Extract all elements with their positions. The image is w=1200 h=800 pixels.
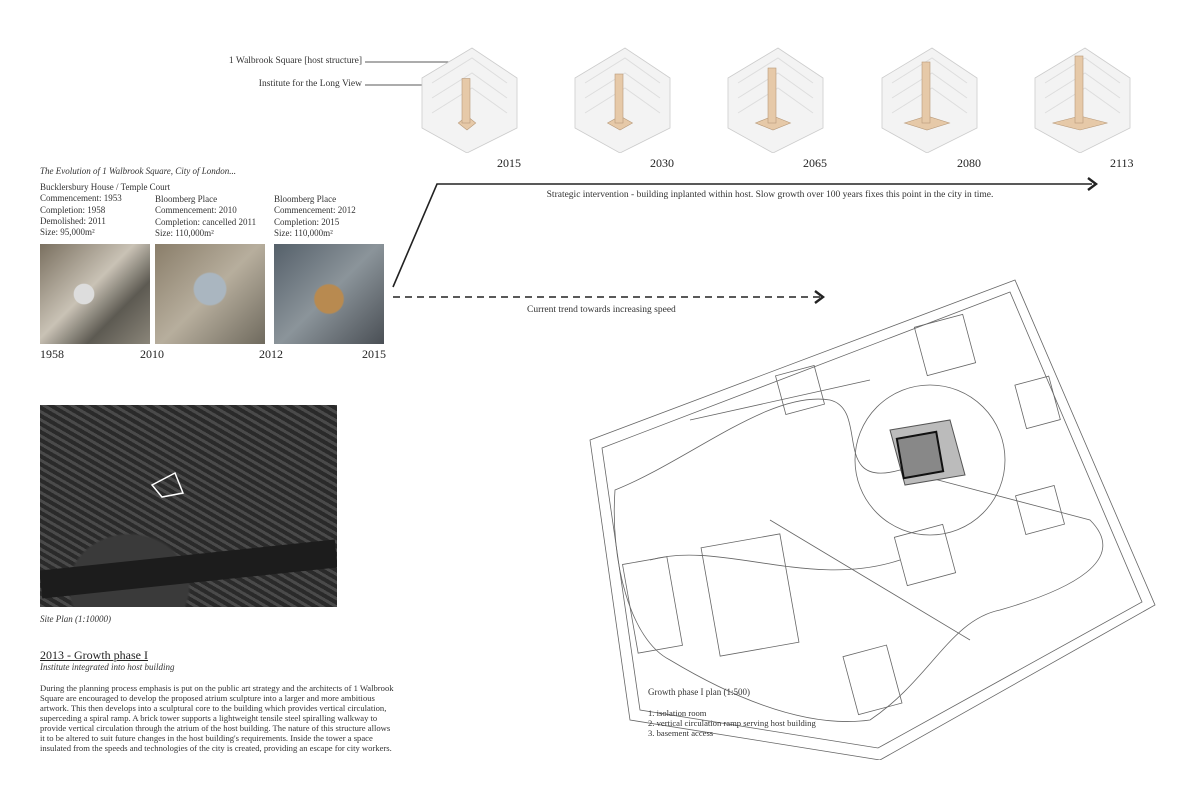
host-structure-label: 1 Walbrook Square [host structure]	[228, 56, 362, 66]
strategic-arrow	[392, 183, 1092, 288]
site-outline	[150, 471, 185, 498]
info-line: Completion: 2015	[274, 216, 340, 227]
info-line: Demolished: 2011	[40, 215, 106, 226]
info-line: Size: 110,000m²	[274, 227, 333, 238]
aerial-photo-2010	[155, 244, 265, 344]
aerial-photo-1958	[40, 244, 150, 344]
timeline-year: 2080	[957, 156, 981, 170]
timeline-year: 2065	[803, 156, 827, 170]
institute-tower	[889, 419, 966, 486]
arrows	[392, 177, 1098, 304]
institute-label: Institute for the Long View	[258, 79, 362, 89]
building-info-2: Bloomberg Place Commencement: 2010 Compl…	[155, 194, 256, 239]
institute-tower	[614, 73, 624, 124]
plan-outline	[589, 279, 1156, 760]
info-line: Commencement: 1953	[40, 193, 122, 204]
info-line: Completion: 1958	[40, 204, 106, 215]
photo-year: 2012	[259, 347, 283, 361]
site-plan-image	[40, 405, 337, 607]
photo-year: 2010	[140, 347, 164, 361]
plan-legend: 1. isolation room 2. vertical circulatio…	[648, 708, 816, 738]
plan-title: Growth phase I plan (1:500)	[648, 687, 750, 697]
axonometric-view	[1025, 38, 1135, 154]
current-arrowhead	[814, 290, 825, 304]
photo-year: 2015	[362, 347, 386, 361]
growth-plan-drawing	[589, 279, 1156, 760]
timeline-year: 2015	[497, 156, 521, 170]
phase-description: During the planning process emphasis is …	[40, 683, 394, 753]
info-line: Commencement: 2010	[155, 205, 237, 216]
photo-year: 1958	[40, 347, 64, 361]
legend-item: 3. basement access	[648, 728, 714, 738]
info-line: Commencement: 2012	[274, 205, 356, 216]
legend-item: 2. vertical circulation ramp serving hos…	[648, 718, 816, 728]
strategic-label: Strategic intervention - building inplan…	[546, 190, 994, 200]
institute-tower	[1074, 55, 1084, 124]
evolution-title: The Evolution of 1 Walbrook Square, City…	[40, 166, 236, 176]
axonometric-view	[718, 38, 828, 154]
aerial-photo-2015	[274, 244, 384, 344]
info-line: Bloomberg Place	[274, 194, 337, 204]
institute-tower	[461, 78, 471, 124]
building-info-3: Bloomberg Place Commencement: 2012 Compl…	[274, 194, 356, 239]
site-plan-caption: Site Plan (1:10000)	[40, 614, 111, 624]
building-info-1: Bucklersbury House / Temple Court Commen…	[40, 182, 170, 238]
strategic-arrowhead	[1087, 177, 1098, 191]
axonometric-view	[412, 38, 522, 154]
institute-tower	[767, 67, 777, 124]
info-line: Size: 95,000m²	[40, 227, 95, 238]
institute-tower	[921, 61, 931, 124]
current-trend-label: Current trend towards increasing speed	[527, 305, 676, 315]
timeline-year: 2030	[650, 156, 674, 170]
phase-heading: 2013 - Growth phase I	[40, 648, 148, 662]
phase-subtitle: Institute integrated into host building	[40, 662, 175, 672]
info-line: Completion: cancelled 2011	[155, 216, 257, 227]
axonometric-view	[565, 38, 675, 154]
info-line: Bloomberg Place	[155, 194, 218, 204]
info-line: Size: 110,000m²	[155, 227, 214, 238]
info-line: Bucklersbury House / Temple Court	[40, 182, 171, 192]
timeline-year: 2113	[1110, 156, 1134, 170]
legend-item: 1. isolation room	[648, 708, 707, 718]
axonometric-view	[872, 38, 982, 154]
